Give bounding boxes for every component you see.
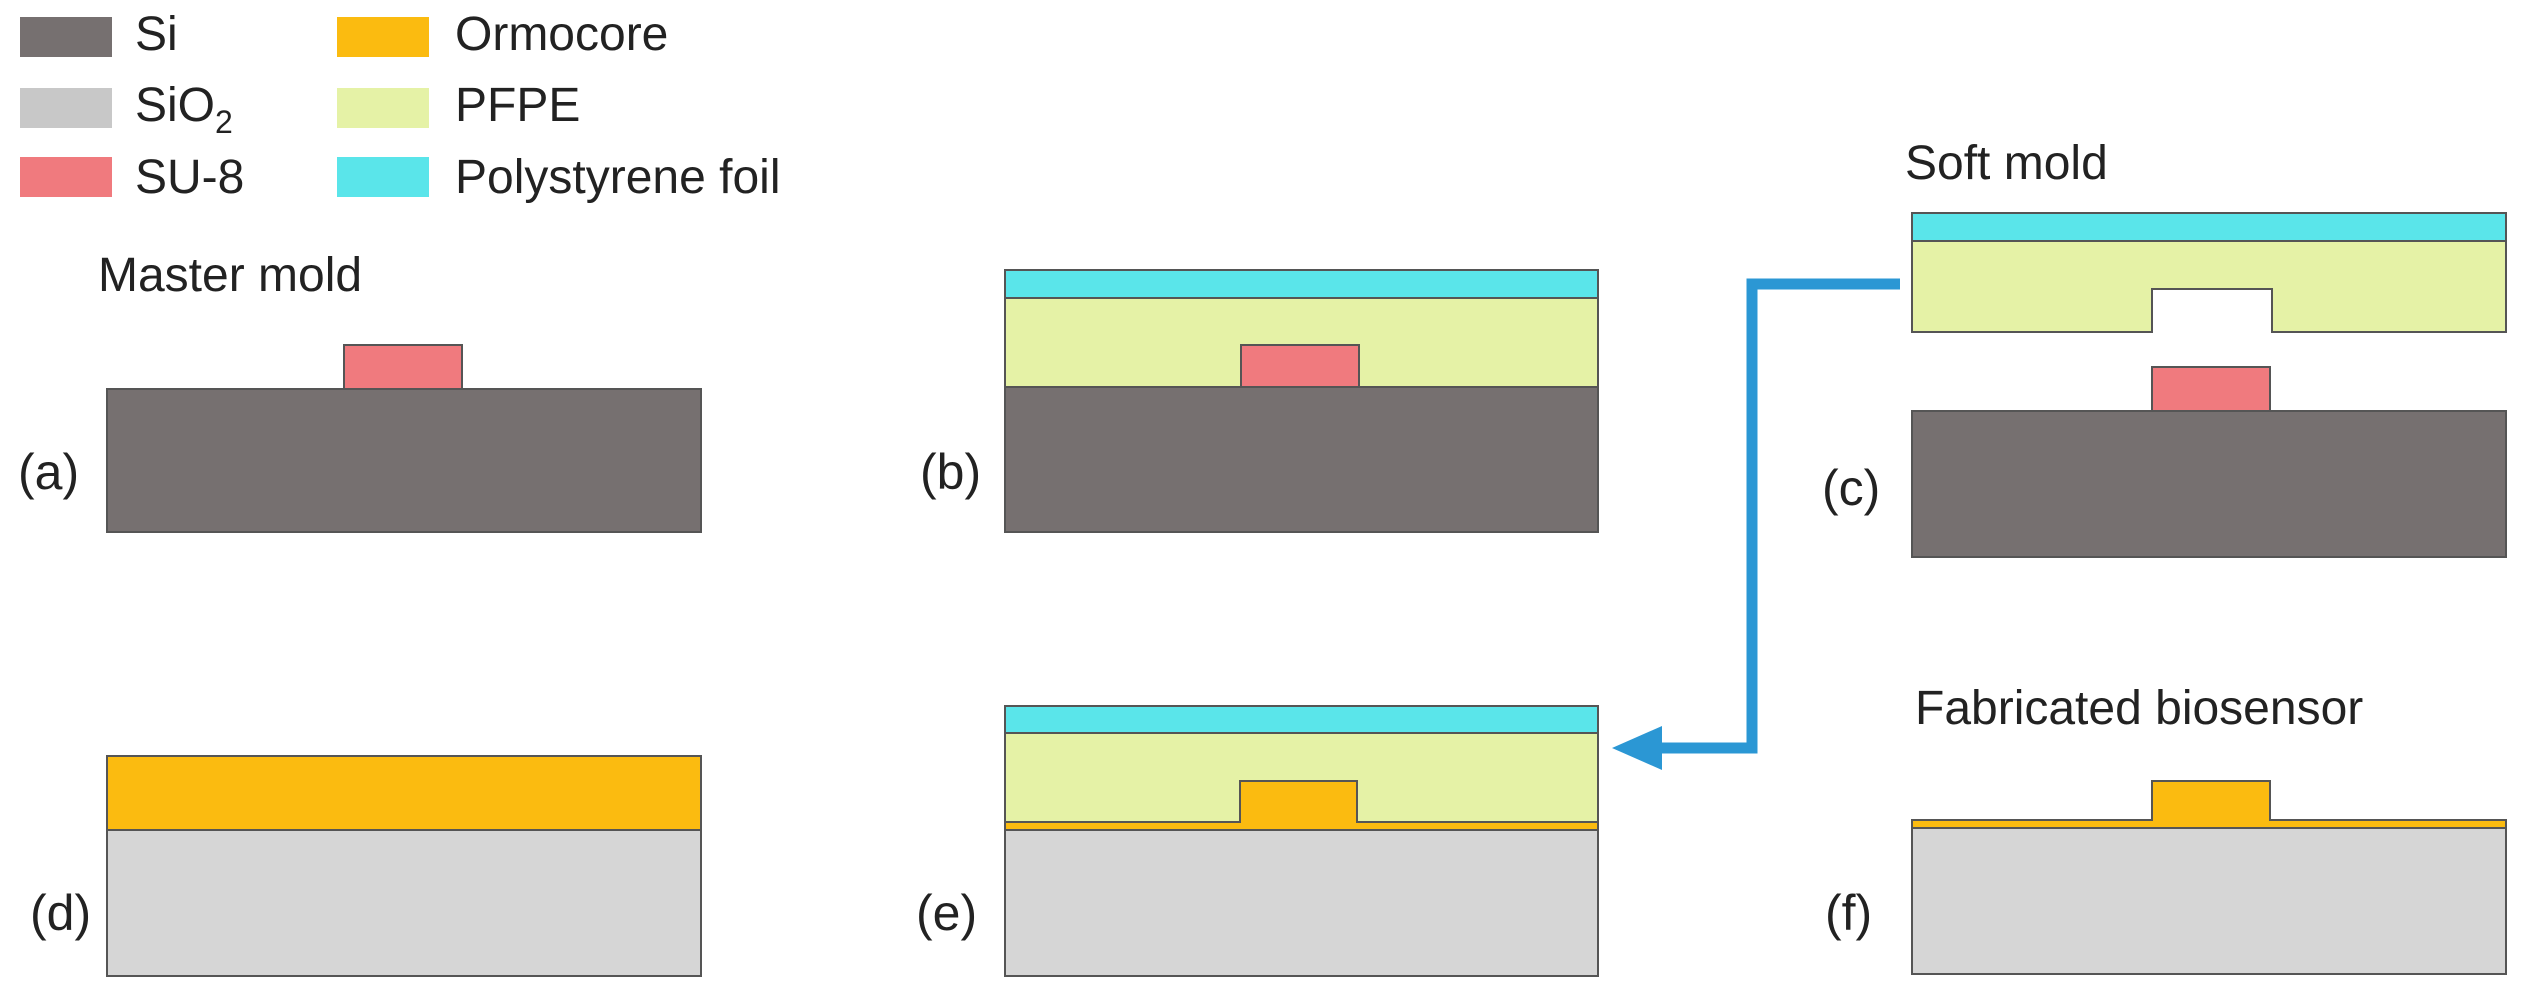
legend-swatch-pfpe xyxy=(337,88,429,128)
si-substrate xyxy=(106,388,702,533)
legend-swatch-si xyxy=(20,17,112,57)
step-label-c: (c) xyxy=(1822,460,1880,516)
si-substrate xyxy=(1911,410,2507,558)
su8-feature xyxy=(2151,366,2271,412)
panel-a: Master mold (a) xyxy=(18,249,702,533)
legend-label-sio2-subscript: 2 xyxy=(215,104,233,140)
caption-soft-mold: Soft mold xyxy=(1905,137,2108,190)
sio2-substrate xyxy=(1911,827,2507,975)
step-label-e: (e) xyxy=(916,885,977,941)
sio2-substrate xyxy=(106,829,702,977)
caption-master-mold: Master mold xyxy=(98,249,362,302)
legend-label-polystyrene: Polystyrene foil xyxy=(455,151,780,204)
sio2-substrate xyxy=(1004,829,1599,977)
legend-swatch-su8 xyxy=(20,157,112,197)
caption-fabricated-biosensor: Fabricated biosensor xyxy=(1915,682,2363,735)
ormocore-layer xyxy=(1911,780,2507,829)
transfer-arrow-line xyxy=(1655,278,1900,754)
step-label-f: (f) xyxy=(1825,885,1872,941)
legend-label-sio2: SiO2 xyxy=(135,79,233,140)
polystyrene-foil xyxy=(1911,212,2507,242)
pfpe-soft-mold xyxy=(1911,240,2507,333)
legend-label-pfpe: PFPE xyxy=(455,79,580,132)
transfer-arrow-head xyxy=(1612,726,1662,770)
legend-swatch-ormocore xyxy=(337,17,429,57)
panel-e: (e) xyxy=(916,705,1599,977)
step-label-d: (d) xyxy=(30,885,91,941)
legend-label-ormocore: Ormocore xyxy=(455,8,668,61)
polystyrene-foil xyxy=(1004,705,1599,734)
legend-label-sio2-main: SiO xyxy=(135,79,215,132)
step-label-b: (b) xyxy=(920,444,981,500)
panel-d: (d) xyxy=(30,755,702,977)
ormocore-layer xyxy=(106,755,702,831)
panel-c: Soft mold (c) xyxy=(1822,137,2507,558)
su8-feature xyxy=(1240,344,1360,390)
si-substrate xyxy=(1004,386,1599,533)
polystyrene-foil xyxy=(1004,269,1599,299)
legend-label-si: Si xyxy=(135,8,178,61)
step-label-a: (a) xyxy=(18,444,79,500)
panel-b: (b) xyxy=(920,269,1599,533)
su8-feature xyxy=(343,344,463,390)
legend-swatch-sio2 xyxy=(20,88,112,128)
legend-swatch-polystyrene xyxy=(337,157,429,197)
transfer-arrow xyxy=(1612,278,1900,770)
panel-f: Fabricated biosensor (f) xyxy=(1825,682,2507,975)
legend: Si SiO2 SU-8 Ormocore PFPE Polystyrene f… xyxy=(20,8,780,204)
legend-label-su8: SU-8 xyxy=(135,151,244,204)
